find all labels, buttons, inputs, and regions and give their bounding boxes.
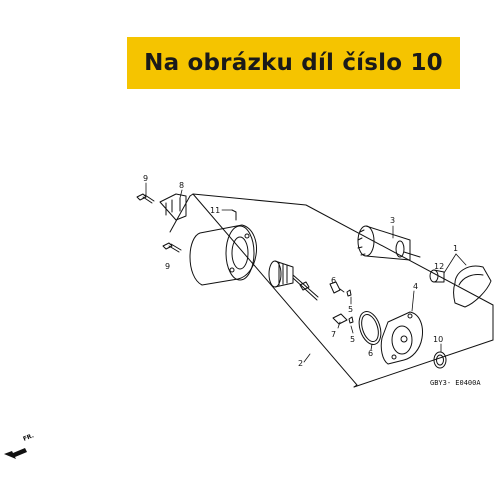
bolt-9-lower — [162, 242, 182, 253]
callout-9-lower: 9 — [165, 262, 170, 271]
banner-title: Na obrázku díl číslo 10 — [144, 50, 443, 76]
gear-3 — [357, 225, 421, 261]
leader-lines — [145, 182, 467, 363]
collar-12 — [429, 269, 445, 283]
bolt-9-top — [136, 193, 155, 204]
callout-10: 10 — [433, 335, 443, 344]
o-ring-7 — [358, 311, 382, 345]
bracket-8 — [159, 193, 187, 221]
end-cover-4 — [380, 311, 423, 365]
highlight-banner: Na obrázku díl číslo 10 — [127, 37, 460, 89]
callout-4: 4 — [413, 282, 418, 291]
assembly-outline — [189, 193, 358, 388]
callout-6-top: 6 — [331, 276, 336, 285]
callout-9-top: 9 — [143, 174, 148, 183]
callout-6-lower: 7 — [331, 330, 336, 339]
diagram-code: GBY3- E0400A — [430, 379, 481, 387]
callout-5-lower: 5 — [350, 335, 355, 344]
seal-10 — [433, 351, 447, 369]
callout-12: 12 — [434, 262, 444, 271]
callout-5-top: 5 — [348, 305, 353, 314]
direction-label: FR. — [22, 432, 35, 443]
armature — [268, 260, 319, 301]
callout-1: 1 — [453, 244, 458, 253]
front-direction-arrow: FR. — [4, 432, 35, 459]
callout-8: 8 — [179, 181, 184, 190]
cover-1 — [453, 265, 492, 308]
callout-7: 6 — [368, 349, 373, 358]
callout-11: 11 — [210, 206, 220, 215]
motor-housing — [189, 209, 257, 286]
brush-parts — [329, 281, 354, 325]
callout-3: 3 — [390, 216, 395, 225]
callout-2: 2 — [298, 359, 303, 368]
